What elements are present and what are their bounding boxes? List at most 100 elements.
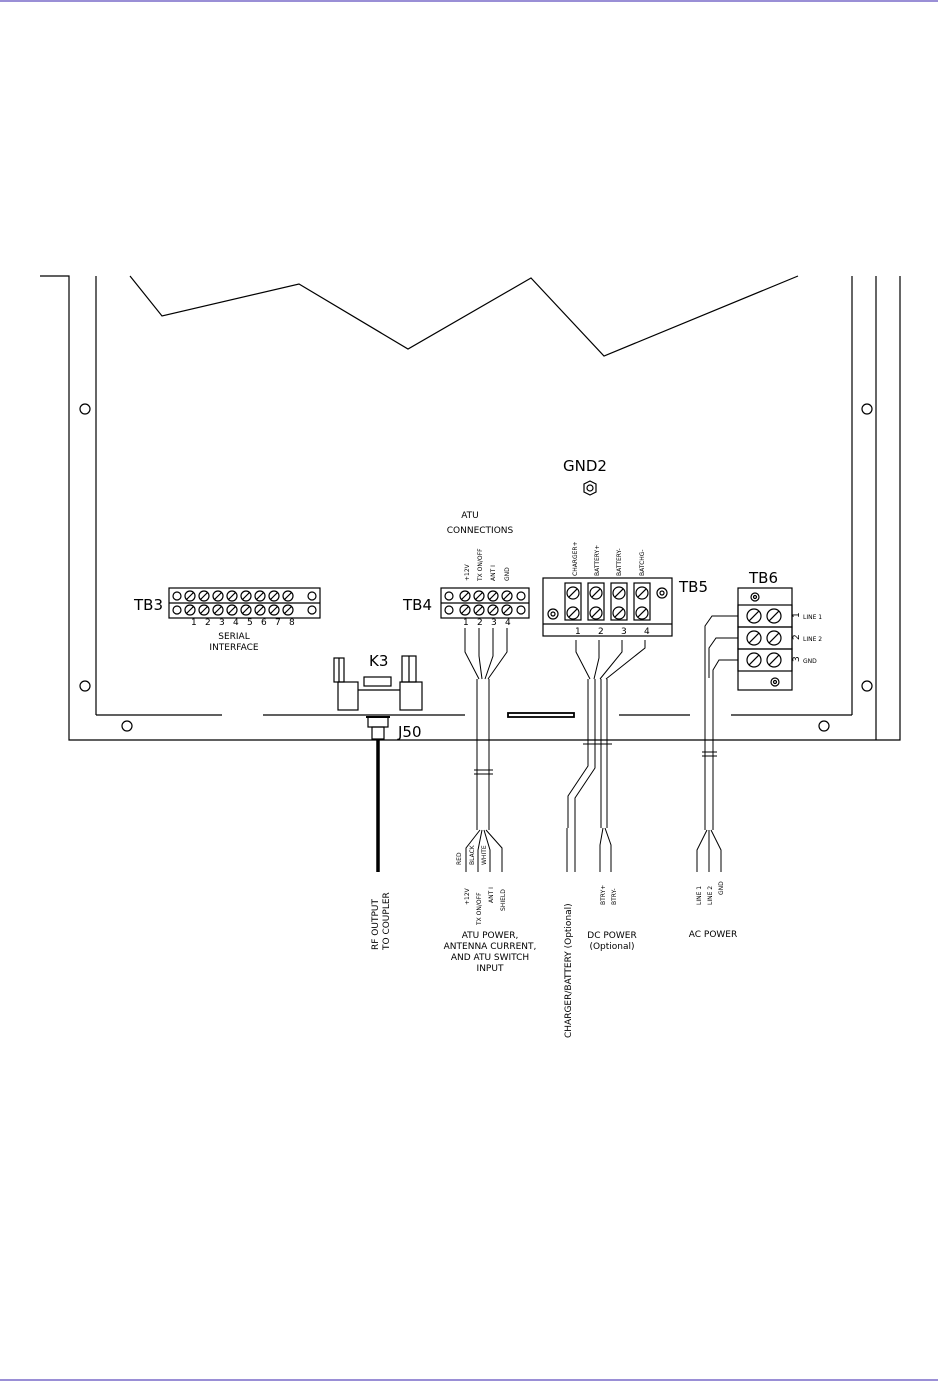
tb6-pin-2: 2 <box>792 634 802 640</box>
tb4-caption-line1: ATU POWER, <box>462 931 519 941</box>
rf-caption-line1: RF OUTPUT <box>371 899 381 950</box>
tb3-screw-bottom-4 <box>226 604 238 616</box>
gnd2-label: GND2 <box>563 457 607 475</box>
tb6-screw-left-2 <box>746 630 762 646</box>
tb4-wire-label-shield: SHIELD <box>500 889 507 911</box>
tb5-caption-dc-line1: DC POWER <box>587 931 636 941</box>
tb6-wire-label-gnd: GND <box>718 881 725 895</box>
tb4-pin-3: 3 <box>491 618 497 628</box>
tb6-wiring <box>696 615 738 872</box>
tb4-screw-bottom-4 <box>501 604 513 616</box>
tb3-screw-top-5 <box>240 590 252 602</box>
tb3-screw-bottom-3 <box>212 604 224 616</box>
tb6-screw-left-3 <box>746 652 762 668</box>
tb6-pin-3: 3 <box>792 656 802 662</box>
tb5-screw-bottom-3 <box>612 606 626 620</box>
top-rule <box>0 0 938 2</box>
tb4-pin-4: 4 <box>505 618 511 628</box>
tb5-caption-dc-line2: (Optional) <box>589 942 634 952</box>
tb3-screw-top-4 <box>226 590 238 602</box>
tb5-wire-label-btry-plus: BTRY+ <box>600 885 607 905</box>
tb4-wire-black: BLACK <box>469 844 476 865</box>
tb3-screw-top-1 <box>184 590 196 602</box>
tb3-screw-top-2 <box>198 590 210 602</box>
tb4-terminal-ant-i: ANT I <box>490 565 497 581</box>
tb5-wiring <box>566 640 646 872</box>
tb6-screw-right-3 <box>766 652 782 668</box>
tb5-screw-bottom-1 <box>566 606 580 620</box>
tb4-pin-2: 2 <box>477 618 483 628</box>
tb5-screw-bottom-4 <box>635 606 649 620</box>
chassis-outline <box>40 275 901 741</box>
tb6-terminal-names: LINE 1 LINE 2 GND <box>803 614 822 665</box>
tb4-screw-top-2 <box>473 590 485 602</box>
tb3-pin-2: 2 <box>205 618 211 628</box>
tb5-screw-top-1 <box>566 586 580 600</box>
tb5-label: TB5 <box>678 578 708 596</box>
tb4-screw-top-3 <box>487 590 499 602</box>
tb6-terminal-line1: LINE 1 <box>803 614 822 621</box>
tb3-screw-bottom-6 <box>254 604 266 616</box>
tb3-terminal-block <box>168 587 321 619</box>
tb5-terminal-battery-minus: BATTERY- <box>616 548 623 576</box>
tb5-screw-bottom-2 <box>589 606 603 620</box>
tb5-screws <box>566 586 649 620</box>
tb4-screws <box>459 590 513 616</box>
tb4-terminal-12v: +12V <box>464 563 471 581</box>
tb4-wire-white: WHITE <box>481 845 488 865</box>
tb5-pin-numbers: 1 2 3 4 <box>575 627 650 637</box>
tb3-screw-bottom-2 <box>198 604 210 616</box>
tb4-terminal-tx-on-off: TX ON/OFF <box>477 548 484 582</box>
tb3-screw-bottom-1 <box>184 604 196 616</box>
tb5-terminal-charger-plus: CHARGER+ <box>572 541 579 576</box>
tb6-terminal-gnd: GND <box>803 658 817 665</box>
tb3-pin-1: 1 <box>191 618 197 628</box>
tb3-pin-3: 3 <box>219 618 225 628</box>
tb5-wire-label-btry-minus: BTRY- <box>611 888 618 905</box>
tb4-wire-red: RED <box>456 852 463 865</box>
tb5-pin-3: 3 <box>621 627 627 637</box>
tb3-pin-numbers: 1 2 3 4 5 6 7 8 <box>191 618 295 628</box>
tb4-pin-numbers: 1 2 3 4 <box>463 618 511 628</box>
tb4-wire-color-labels: RED BLACK WHITE <box>456 844 488 865</box>
tb3-screw-bottom-5 <box>240 604 252 616</box>
tb5-wire-labels: BTRY+ BTRY- <box>600 885 618 905</box>
tb3-pin-4: 4 <box>233 618 239 628</box>
tb6-pin-1: 1 <box>792 612 802 618</box>
rf-caption-line2: TO COUPLER <box>382 892 392 951</box>
tb6-screw-left-1 <box>746 608 762 624</box>
tb4-screw-top-1 <box>459 590 471 602</box>
tb5-terminal-block <box>542 577 673 637</box>
tb5-pin-2: 2 <box>598 627 604 637</box>
tb4-terminal-gnd: GND <box>504 567 511 581</box>
tb4-screw-bottom-1 <box>459 604 471 616</box>
tb4-wire-label-ant-i: ANT I <box>488 887 495 903</box>
tb4-screw-bottom-3 <box>487 604 499 616</box>
tb3-screw-bottom-7 <box>268 604 280 616</box>
tb3-caption-line1: SERIAL <box>218 632 249 642</box>
tb6-wire-label-line1: LINE 1 <box>696 886 703 905</box>
tb4-header-line1: ATU <box>461 511 479 521</box>
tb3-label: TB3 <box>133 596 163 614</box>
tb5-terminal-battery-plus: BATTERY+ <box>594 545 601 576</box>
tb6-screw-right-1 <box>766 608 782 624</box>
tb4-caption-line4: INPUT <box>477 964 504 974</box>
tb4-label: TB4 <box>402 596 432 614</box>
tb3-screw-top-7 <box>268 590 280 602</box>
tb4-caption-line3: AND ATU SWITCH <box>451 953 529 963</box>
tb5-caption-charger: CHARGER/BATTERY (Optional) <box>564 903 574 1038</box>
tb5-terminal-batchg-minus: BATCHG- <box>639 549 646 576</box>
tb6-terminal-line2: LINE 2 <box>803 636 822 643</box>
tb3-pin-6: 6 <box>261 618 267 628</box>
tb3-screw-bottom-8 <box>282 604 294 616</box>
gnd2-stud <box>583 480 597 496</box>
tb4-pin-1: 1 <box>463 618 469 628</box>
tb5-screw-top-3 <box>612 586 626 600</box>
bottom-rule <box>0 1379 938 1381</box>
tb6-wire-label-line2: LINE 2 <box>707 886 714 905</box>
tb6-screws <box>746 608 782 668</box>
tb4-wiring <box>464 628 508 872</box>
tb6-caption: AC POWER <box>689 930 738 940</box>
tb6-terminal-block <box>737 587 793 691</box>
